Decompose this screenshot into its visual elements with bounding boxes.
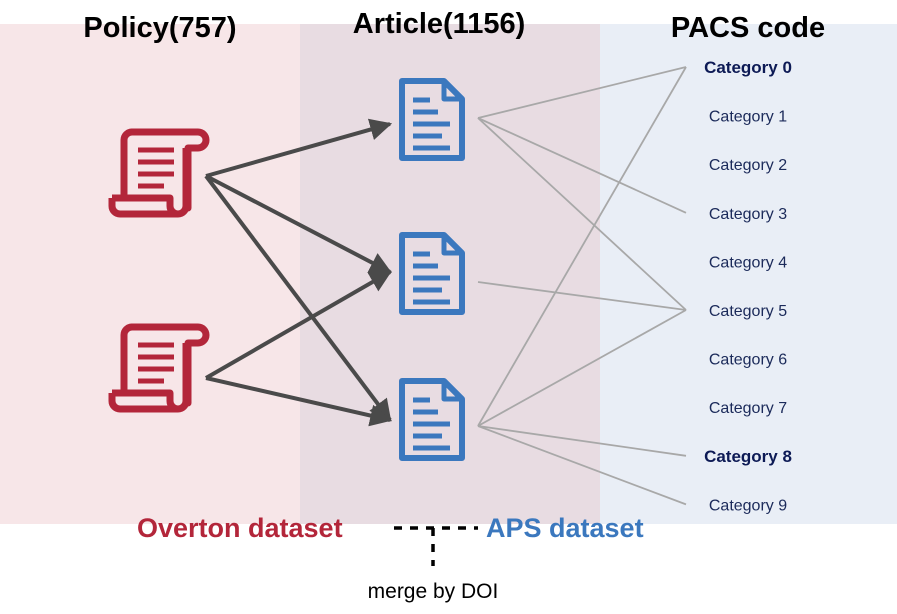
policy-article-arrow <box>204 174 392 422</box>
article-category-link <box>477 117 687 214</box>
category-label-5: Category 5 <box>709 303 787 320</box>
category-label-2: Category 2 <box>709 157 787 174</box>
article-document-icon <box>399 378 465 461</box>
merge-label: merge by DOI <box>368 580 499 603</box>
policy-panel <box>0 24 300 524</box>
article-document-icon <box>399 232 465 315</box>
policy-scroll-icon <box>108 128 210 218</box>
policy-article-arrow <box>205 376 393 427</box>
article-category-link <box>477 309 687 427</box>
article-category-link <box>477 425 687 506</box>
category-label-4: Category 4 <box>709 254 787 271</box>
merge-connector <box>394 526 478 566</box>
article-category-link <box>477 281 687 311</box>
pacs-panel <box>600 24 897 524</box>
category-label-0: Category 0 <box>704 58 792 77</box>
policy-column-title: Policy(757) <box>83 12 236 44</box>
policy-article-arrow <box>205 270 392 380</box>
pacs-category-list: Category 0 Category 1 Category 2 Category 3… <box>704 58 792 514</box>
category-label-6: Category 6 <box>709 352 787 369</box>
article-category-links <box>477 66 687 506</box>
aps-dataset-label: APS dataset <box>486 513 644 543</box>
policy-scroll-icon <box>108 323 210 413</box>
category-label-7: Category 7 <box>709 400 787 417</box>
policy-article-arrow <box>205 174 392 274</box>
article-column-title: Article(1156) <box>353 8 526 40</box>
article-category-link <box>477 66 687 427</box>
category-label-1: Category 1 <box>709 109 787 126</box>
article-category-link <box>477 117 687 311</box>
pacs-column-title: PACS code <box>671 12 825 44</box>
category-label-9: Category 9 <box>709 497 787 514</box>
policy-article-arrows <box>204 118 393 427</box>
overton-dataset-label: Overton dataset <box>137 513 343 543</box>
policy-article-arrow <box>205 118 393 178</box>
article-panel <box>300 24 600 524</box>
category-label-3: Category 3 <box>709 206 787 223</box>
article-document-icon <box>399 78 465 161</box>
category-label-8: Category 8 <box>704 447 792 466</box>
article-category-link <box>477 425 687 457</box>
article-category-link <box>477 66 687 119</box>
